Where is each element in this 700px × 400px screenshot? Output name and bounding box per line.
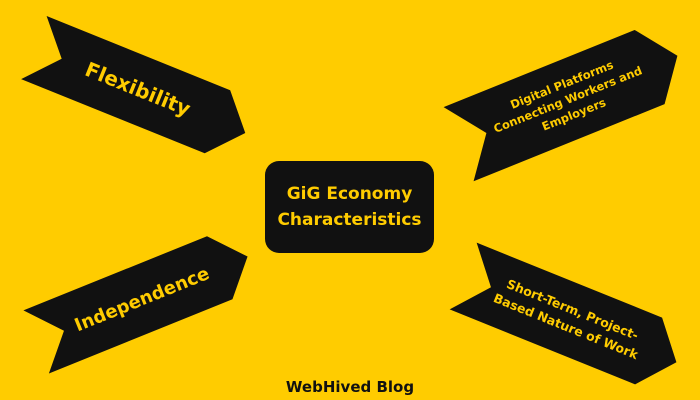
arrow-flexibility: Flexibility — [21, 16, 246, 154]
arrow-independence-shape — [23, 236, 248, 374]
arrow-digital-platforms: Digital Platforms Connecting Workers and… — [443, 29, 678, 182]
arrow-digital-platforms-shape — [443, 29, 678, 182]
arrow-short-term-shape — [449, 242, 677, 385]
center-topic-line-1: GiG Economy — [286, 184, 413, 204]
center-topic-box: GiG Economy Characteristics — [265, 161, 434, 253]
footer-label: WebHived Blog — [285, 378, 415, 396]
arrow-independence: Independence — [23, 236, 248, 374]
center-topic-line-2: Characteristics — [277, 210, 422, 230]
arrow-flexibility-shape — [21, 16, 246, 154]
arrow-short-term: Short-Term, Project- Based Nature of Wor… — [449, 242, 677, 385]
